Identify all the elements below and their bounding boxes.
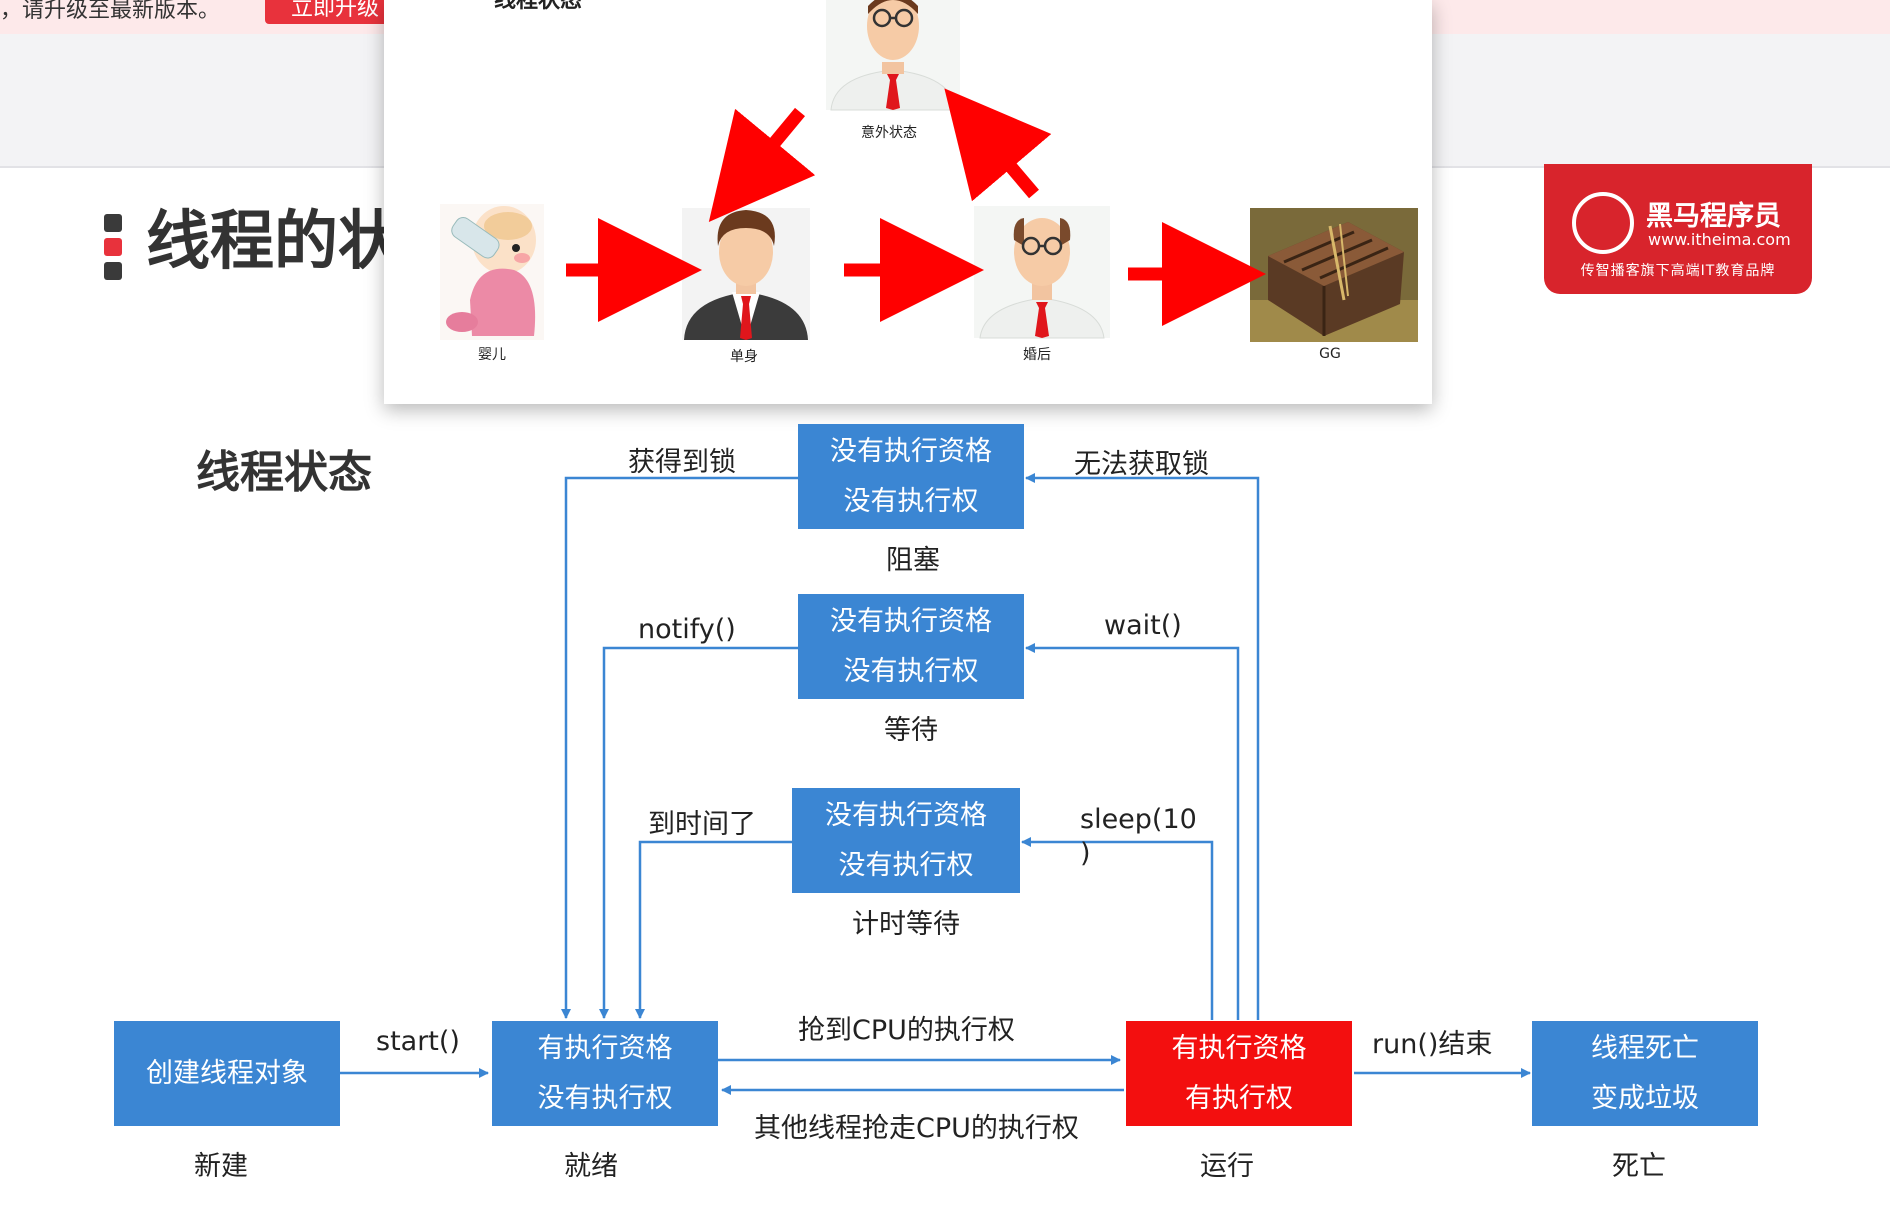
label-start: start() <box>376 1026 460 1057</box>
state-ready-line1: 有执行资格 <box>537 1032 673 1064</box>
caption-running: 运行 <box>1200 1151 1254 1182</box>
label-lose-cpu: 其他线程抢走CPU的执行权 <box>754 1113 1079 1144</box>
red-transition-arrows <box>566 88 1266 326</box>
state-running-line1: 有执行资格 <box>1171 1032 1307 1064</box>
label-sleep: sleep(10 <box>1080 804 1197 835</box>
label-notify: notify() <box>638 614 736 645</box>
label-run-end: run()结束 <box>1372 1029 1493 1060</box>
state-timed-waiting-box: 没有执行资格 没有执行权 <box>792 788 1020 893</box>
state-waiting-box: 没有执行资格 没有执行权 <box>798 594 1024 699</box>
popup-title: 线程状态 <box>494 0 583 13</box>
state-waiting-line2: 没有执行权 <box>843 655 979 687</box>
diagram-title: 线程状态 <box>196 447 372 498</box>
state-dead-line2: 变成垃圾 <box>1591 1082 1699 1114</box>
state-timed-waiting-line2: 没有执行权 <box>838 849 974 881</box>
state-ready-line2: 没有执行权 <box>537 1082 673 1114</box>
state-ready-box: 有执行资格 没有执行权 <box>492 1021 718 1126</box>
state-dead-line1: 线程死亡 <box>1591 1032 1699 1064</box>
state-running-box: 有执行资格 有执行权 <box>1126 1021 1352 1126</box>
caption-timed-waiting: 计时等待 <box>852 909 960 940</box>
label-accident: 意外状态 <box>861 125 917 141</box>
title-bullet-icon <box>104 214 122 232</box>
label-no-lock: 无法获取锁 <box>1074 449 1209 480</box>
title-bullet-icon <box>104 238 122 256</box>
label-timeout: 到时间了 <box>648 809 756 840</box>
state-running-line2: 有执行权 <box>1185 1082 1293 1114</box>
caption-dead: 死亡 <box>1612 1151 1666 1182</box>
state-new-line1: 创建线程对象 <box>146 1057 308 1089</box>
label-sleep-close: ) <box>1080 838 1091 869</box>
horse-logo-icon <box>1572 192 1634 254</box>
label-dead: GG <box>1319 346 1341 362</box>
update-banner-text: ，请升级至最新版本。 <box>0 0 221 23</box>
brand-slogan: 传智播客旗下高端IT教育品牌 <box>1580 263 1776 279</box>
state-timed-waiting-line1: 没有执行资格 <box>825 799 987 831</box>
state-blocked-line2: 没有执行权 <box>843 485 979 517</box>
caption-blocked: 阻塞 <box>886 545 940 576</box>
state-blocked-line1: 没有执行资格 <box>830 435 992 467</box>
coffin-icon <box>1250 208 1418 342</box>
life-analogy-popup: 线程状态 <box>384 0 1432 404</box>
flow-arrows <box>340 473 1531 1095</box>
state-dead-box: 线程死亡 变成垃圾 <box>1532 1021 1758 1126</box>
title-bullet-icon <box>104 262 122 280</box>
caption-waiting: 等待 <box>884 715 938 746</box>
label-got-lock: 获得到锁 <box>628 447 736 478</box>
label-married: 婚后 <box>1023 347 1051 363</box>
brand-name: 黑马程序员 <box>1646 201 1781 232</box>
label-single: 单身 <box>730 349 758 365</box>
brand-url: www.itheima.com <box>1648 230 1791 249</box>
married-man-icon <box>974 206 1110 339</box>
baby-icon <box>440 204 544 340</box>
caption-new: 新建 <box>194 1151 248 1182</box>
upgrade-now-button[interactable]: 立即升级 <box>265 0 395 24</box>
caption-ready: 就绪 <box>564 1151 618 1182</box>
accident-person-icon <box>826 0 960 111</box>
popup-illustrations <box>440 0 1418 342</box>
label-baby: 婴儿 <box>478 347 506 363</box>
state-new-box: 创建线程对象 <box>114 1021 340 1126</box>
label-wait: wait() <box>1104 610 1182 641</box>
state-blocked-box: 没有执行资格 没有执行权 <box>798 424 1024 529</box>
state-waiting-line1: 没有执行资格 <box>830 605 992 637</box>
label-grab-cpu: 抢到CPU的执行权 <box>798 1015 1015 1046</box>
brand-logo: 黑马程序员 www.itheima.com 传智播客旗下高端IT教育品牌 <box>1544 164 1812 294</box>
